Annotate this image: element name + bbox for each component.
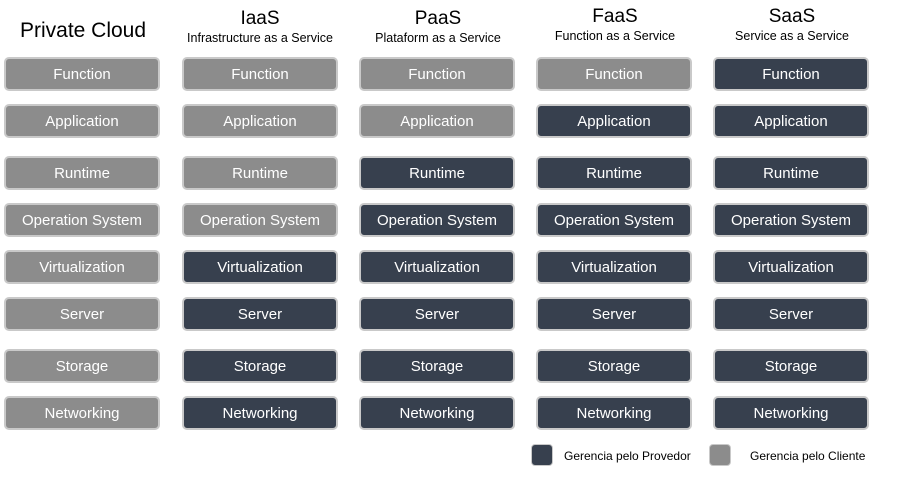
column-header-paas: PaaS Plataform as a Service [350,8,526,46]
layer-networking-cell: Networking [536,396,692,430]
layer-virtualization-cell: Virtualization [713,250,869,284]
layer-storage-cell: Storage [182,349,338,383]
layer-application-cell: Application [359,104,515,138]
layer-storage-cell: Storage [4,349,160,383]
layer-runtime-cell: Runtime [182,156,338,190]
layer-virtualization-cell: Virtualization [4,250,160,284]
legend-client-swatch [709,444,731,466]
layer-virtualization-cell: Virtualization [359,250,515,284]
layer-storage-cell: Storage [359,349,515,383]
layer-operation-system-cell: Operation System [4,203,160,237]
layer-operation-system-cell: Operation System [359,203,515,237]
layer-application-cell: Application [536,104,692,138]
column-title: SaaS [768,6,816,27]
layer-operation-system-cell: Operation System [182,203,338,237]
column-subtitle: Plataform as a Service [375,31,501,45]
layer-server-cell: Server [4,297,160,331]
column-header-private-cloud: Private Cloud [0,10,171,44]
layer-virtualization-cell: Virtualization [536,250,692,284]
legend-provider-label: Gerencia pelo Provedor [564,449,691,463]
layer-runtime-cell: Runtime [713,156,869,190]
layer-server-cell: Server [536,297,692,331]
layer-runtime-cell: Runtime [4,156,160,190]
column-subtitle: Service as a Service [735,29,849,43]
column-header-iaas: IaaS Infrastructure as a Service [172,8,348,46]
layer-application-cell: Application [4,104,160,138]
layer-function-cell: Function [182,57,338,91]
layer-server-cell: Server [359,297,515,331]
layer-function-cell: Function [713,57,869,91]
layer-runtime-cell: Runtime [536,156,692,190]
layer-application-cell: Application [713,104,869,138]
layer-runtime-cell: Runtime [359,156,515,190]
layer-function-cell: Function [359,57,515,91]
layer-application-cell: Application [182,104,338,138]
layer-networking-cell: Networking [359,396,515,430]
layer-operation-system-cell: Operation System [713,203,869,237]
legend-client-label: Gerencia pelo Cliente [750,449,866,463]
column-title: IaaS [240,8,280,29]
layer-server-cell: Server [713,297,869,331]
column-subtitle: Infrastructure as a Service [187,31,333,45]
legend-provider-swatch [531,444,553,466]
column-title: FaaS [592,6,638,27]
layer-function-cell: Function [4,57,160,91]
layer-virtualization-cell: Virtualization [182,250,338,284]
column-title: Private Cloud [19,19,147,42]
layer-server-cell: Server [182,297,338,331]
column-subtitle: Function as a Service [554,29,676,43]
layer-networking-cell: Networking [4,396,160,430]
column-header-faas: FaaS Function as a Service [527,6,703,44]
column-header-saas: SaaS Service as a Service [704,6,880,44]
layer-storage-cell: Storage [536,349,692,383]
column-title: PaaS [414,8,462,29]
layer-networking-cell: Networking [182,396,338,430]
layer-operation-system-cell: Operation System [536,203,692,237]
layer-storage-cell: Storage [713,349,869,383]
layer-networking-cell: Networking [713,396,869,430]
layer-function-cell: Function [536,57,692,91]
